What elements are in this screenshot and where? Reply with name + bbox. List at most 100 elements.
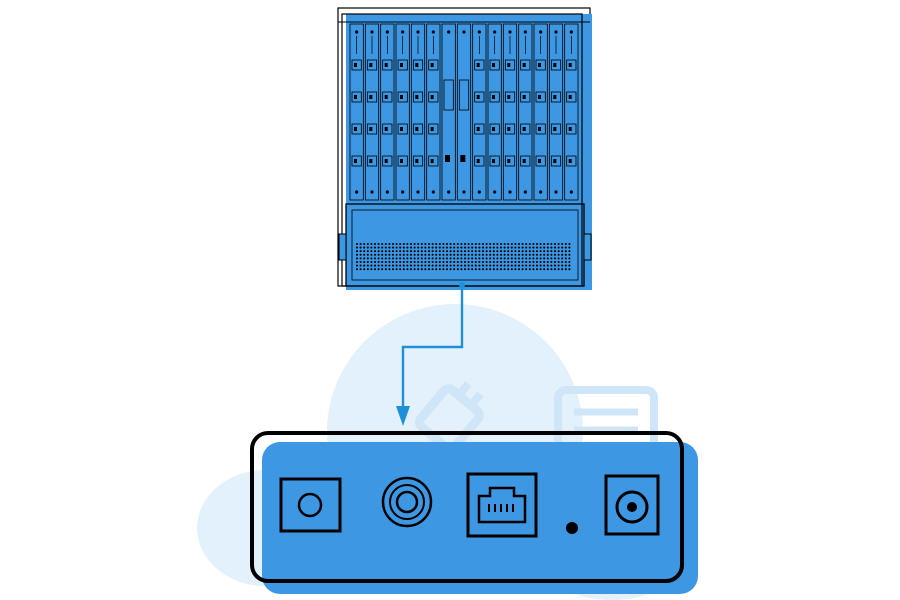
vent-hole — [543, 250, 546, 253]
vent-hole — [366, 250, 369, 253]
vent-hole — [402, 268, 405, 271]
vent-hole — [496, 257, 499, 260]
vent-hole — [463, 242, 467, 246]
vent-hole — [445, 246, 449, 249]
vent-hole — [377, 268, 380, 271]
vent-hole — [438, 242, 441, 246]
vent-hole — [485, 268, 488, 271]
vent-hole — [395, 253, 398, 256]
vent-hole — [427, 257, 431, 260]
vent-hole — [510, 250, 513, 253]
vent-hole — [546, 257, 549, 260]
vent-hole — [521, 246, 524, 249]
vent-hole — [471, 264, 474, 267]
vent-hole — [417, 242, 420, 246]
vent-hole — [420, 242, 423, 246]
vent-hole — [377, 264, 380, 267]
vent-hole — [525, 260, 528, 264]
vent-hole — [388, 257, 391, 260]
cable-line — [401, 287, 464, 420]
vent-hole — [456, 260, 459, 264]
coaxial-port-icon — [381, 476, 433, 528]
vent-hole — [431, 246, 434, 249]
vent-hole — [435, 242, 438, 246]
vent-hole — [492, 250, 495, 253]
vent-hole — [456, 246, 459, 249]
vent-hole — [467, 257, 470, 260]
vent-hole — [550, 253, 553, 256]
fan-tray-handle-right — [583, 233, 592, 261]
vent-hole — [553, 250, 557, 253]
vent-hole — [568, 257, 571, 260]
vent-hole — [546, 260, 549, 264]
slot-card — [456, 23, 472, 201]
vent-hole — [395, 257, 398, 260]
vent-hole — [564, 253, 567, 256]
vent-hole — [499, 253, 503, 256]
vent-hole — [395, 260, 398, 264]
vent-hole — [424, 268, 427, 271]
vent-hole — [370, 268, 373, 271]
vent-hole — [543, 257, 546, 260]
vent-hole — [532, 260, 535, 264]
vent-hole — [532, 242, 535, 246]
vent-hole — [366, 257, 369, 260]
vent-hole — [359, 260, 362, 264]
vent-hole — [553, 268, 557, 271]
vent-hole — [499, 264, 503, 267]
vent-hole — [384, 250, 387, 253]
vent-hole — [510, 246, 513, 249]
vent-hole — [424, 246, 427, 249]
slot-card — [487, 23, 502, 201]
vent-hole — [453, 246, 456, 249]
vent-hole — [525, 264, 528, 267]
vent-hole — [384, 264, 387, 267]
vent-hole — [532, 246, 535, 249]
vent-hole — [445, 250, 449, 253]
vent-hole — [496, 260, 499, 264]
vent-hole — [406, 264, 409, 267]
vent-hole — [564, 268, 567, 271]
vent-hole — [460, 246, 463, 249]
vent-hole — [431, 250, 434, 253]
vent-hole — [399, 246, 402, 249]
vent-hole — [489, 257, 492, 260]
vent-hole — [406, 257, 409, 260]
vent-hole — [485, 253, 488, 256]
vent-hole — [460, 242, 463, 246]
vent-hole — [359, 250, 362, 253]
vent-hole — [546, 250, 549, 253]
vent-hole — [521, 242, 524, 246]
vent-hole — [409, 260, 413, 264]
vent-hole — [355, 268, 359, 271]
vent-hole — [359, 242, 362, 246]
vent-hole — [391, 260, 395, 264]
vent-hole — [427, 268, 431, 271]
vent-hole — [561, 257, 564, 260]
fan-vent-grille — [355, 242, 571, 271]
vent-hole — [471, 268, 474, 271]
vent-hole — [532, 268, 535, 271]
vent-hole — [377, 257, 380, 260]
vent-hole — [409, 257, 413, 260]
vent-hole — [467, 246, 470, 249]
slot-card — [410, 23, 426, 201]
vent-hole — [431, 268, 434, 271]
vent-hole — [406, 250, 409, 253]
vent-hole — [481, 242, 485, 246]
slot-card — [472, 23, 487, 201]
vent-hole — [435, 260, 438, 264]
vent-hole — [399, 260, 402, 264]
vent-hole — [474, 250, 477, 253]
vent-hole — [373, 264, 377, 267]
vent-hole — [463, 260, 467, 264]
vent-hole — [528, 260, 531, 264]
vent-hole — [517, 253, 521, 256]
vent-hole — [517, 246, 521, 249]
vent-hole — [499, 242, 503, 246]
vent-hole — [460, 268, 463, 271]
vent-hole — [496, 253, 499, 256]
vent-hole — [550, 257, 553, 260]
vent-hole — [514, 257, 517, 260]
vent-hole — [456, 264, 459, 267]
